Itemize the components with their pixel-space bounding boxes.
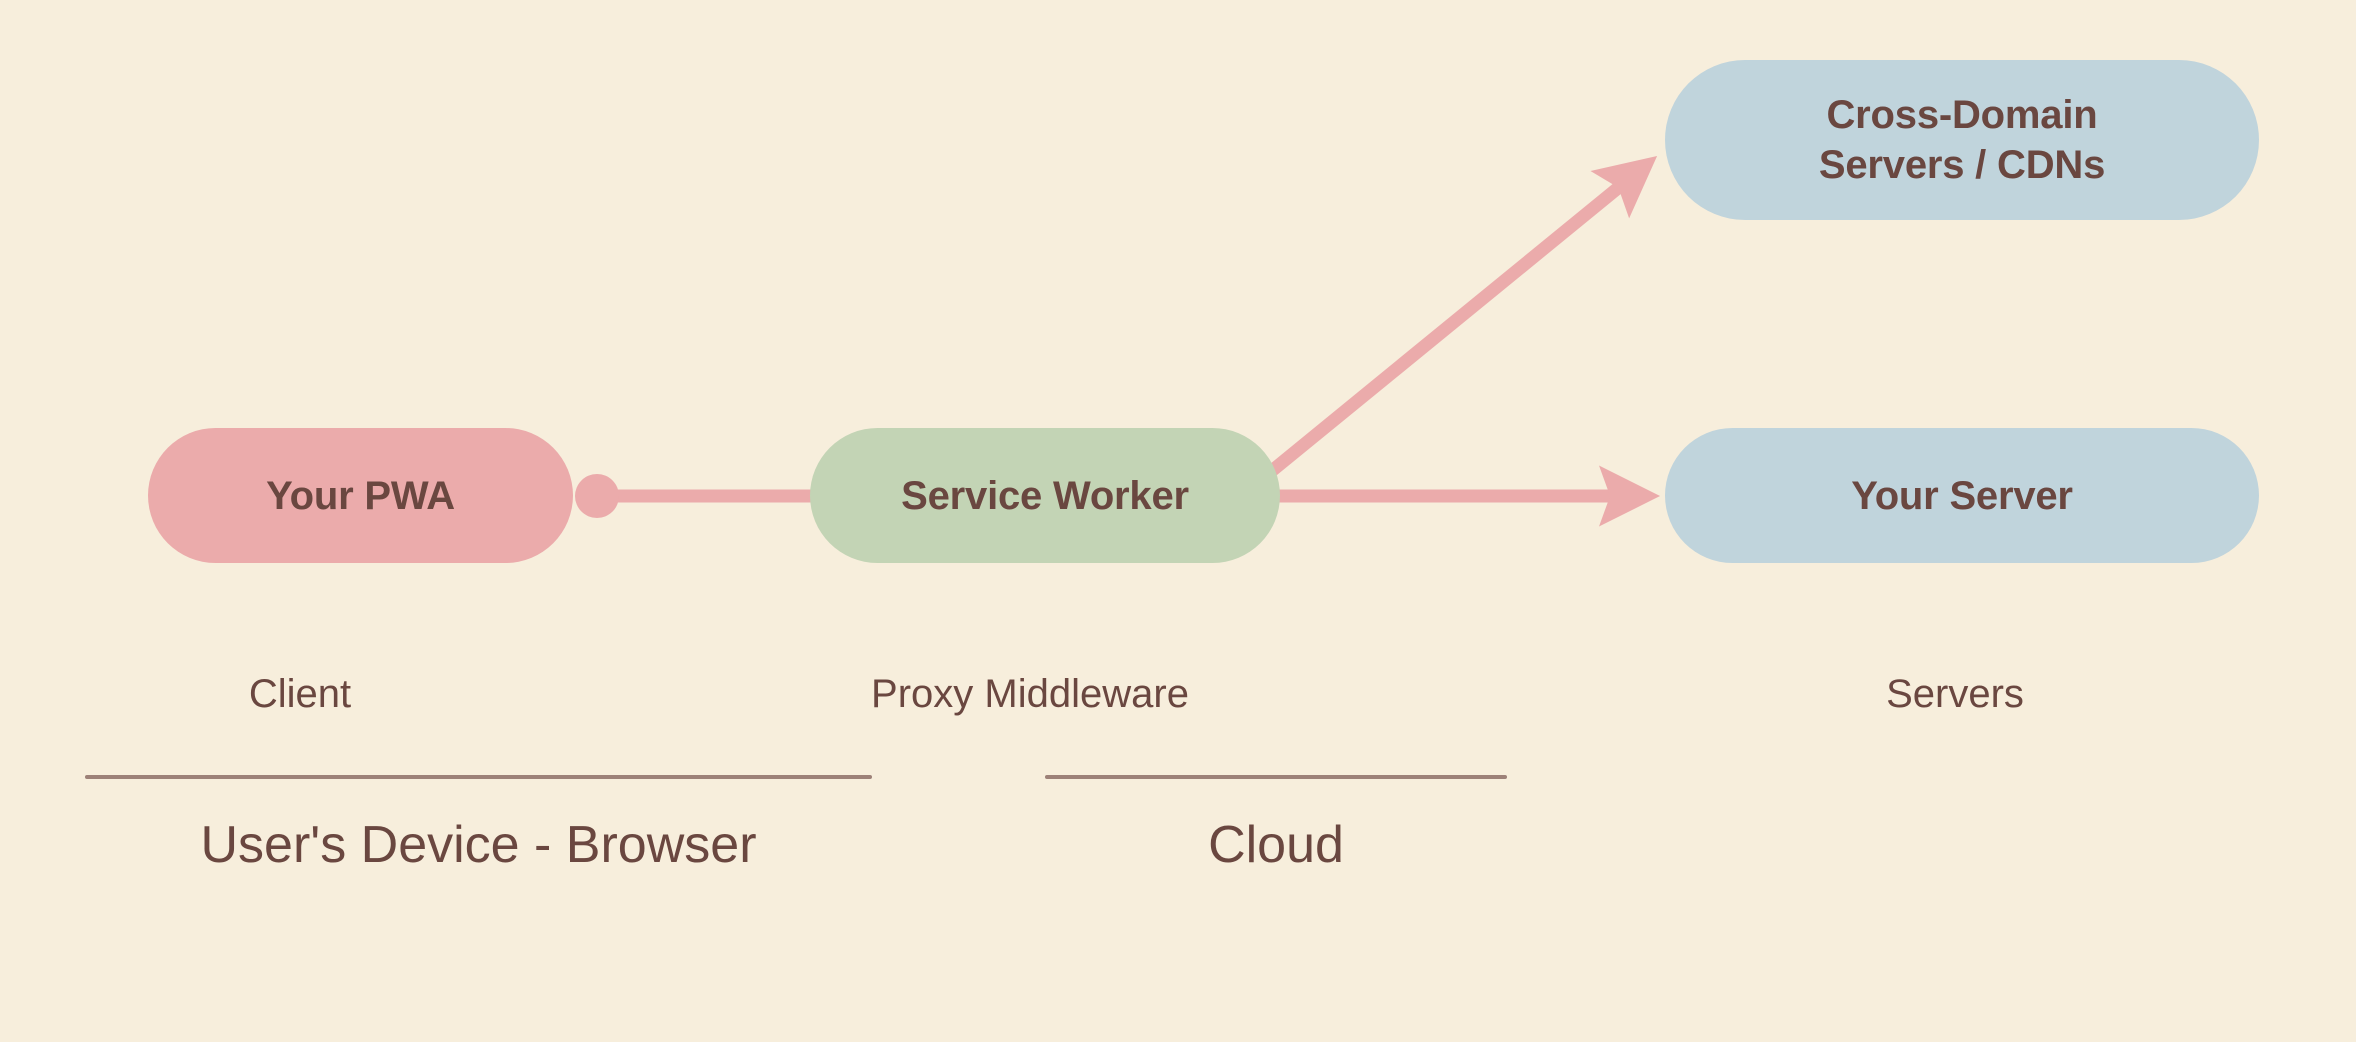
edge-line-sw-cdn (1263, 156, 1658, 480)
group-title-user-device: User's Device - Browser (200, 816, 757, 874)
edge-service-worker-to-cross-domain (1263, 156, 1658, 480)
zone-caption-servers: Servers (1886, 672, 2024, 716)
node-your-pwa-label: Your PWA (266, 473, 455, 518)
node-cross-domain-servers-label: Cross-Domain Servers / CDNs (1818, 93, 2106, 187)
zone-caption-proxy-middleware: Proxy Middleware (871, 672, 1189, 716)
node-your-pwa[interactable]: Your PWA (148, 428, 573, 563)
group-title-cloud: Cloud (1208, 816, 1344, 874)
divider-user-device (85, 775, 872, 779)
node-your-server-label: Your Server (1851, 473, 2073, 518)
node-service-worker[interactable]: Service Worker (810, 428, 1280, 563)
zone-caption-client: Client (248, 672, 352, 716)
node-service-worker-label: Service Worker (901, 473, 1189, 518)
edge-pwa-to-service-worker (575, 474, 820, 518)
edge-start-dot-pwa (575, 474, 619, 518)
node-cross-domain-servers[interactable]: Cross-Domain Servers / CDNs (1665, 60, 2259, 220)
node-your-server[interactable]: Your Server (1665, 428, 2259, 563)
divider-cloud (1045, 775, 1507, 779)
